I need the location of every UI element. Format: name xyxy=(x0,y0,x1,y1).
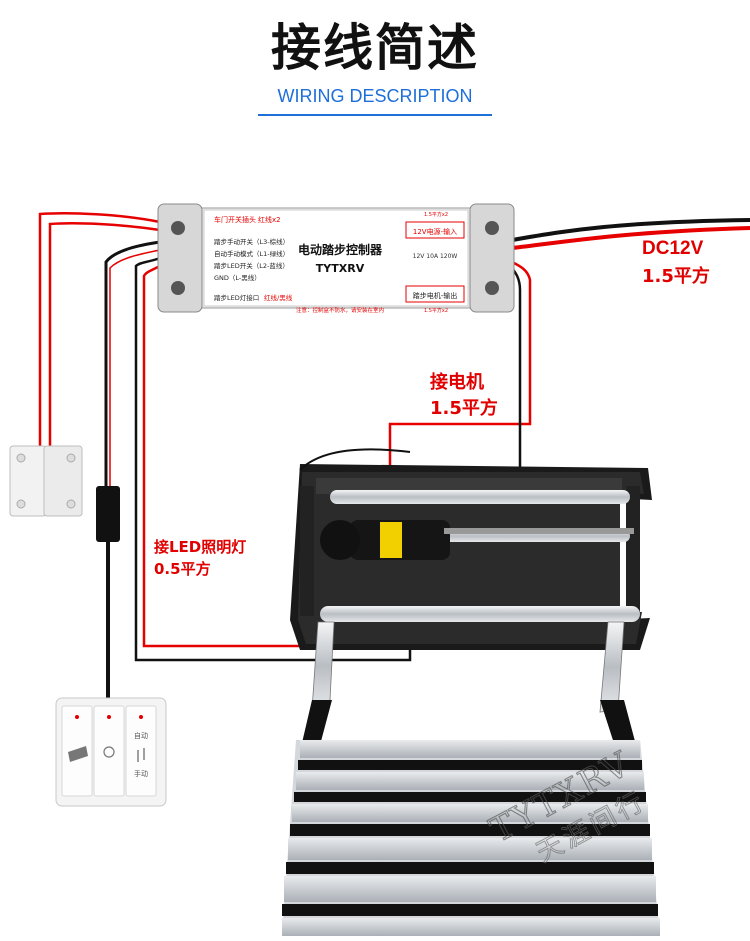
motor-output-label: 踏步电机-输出 xyxy=(413,291,458,300)
motor-gauge-label: 1.5平方 xyxy=(430,398,498,419)
door-sensor-wires xyxy=(38,212,161,450)
led-port-wire-label: 红线/黑线 xyxy=(264,293,293,302)
auto-mode-label: 自动手动模式（L1-绿线） xyxy=(214,249,289,258)
power-spec-label: 12V 10A 120W xyxy=(413,253,458,260)
door-sensor-label: 车门开关插头 xyxy=(214,215,256,224)
wire-spec-bottom: 1.5平方x2 xyxy=(424,307,448,314)
manual-text: 手动 xyxy=(134,769,148,778)
title-underline xyxy=(258,114,492,116)
door-sensor-wire-label: 红线x2 xyxy=(258,215,281,224)
switch-panel-labels: 自动 手动 xyxy=(134,731,148,778)
led-switch-label: 踏步LED开关（L2-蓝线） xyxy=(214,261,289,270)
power-input-wires xyxy=(511,218,750,250)
power-input-label: 12V电源-输入 xyxy=(413,227,457,236)
step-treads xyxy=(282,740,660,936)
auto-text: 自动 xyxy=(134,731,148,740)
led-gauge-label: 0.5平方 xyxy=(154,560,211,578)
door-magnet-sensor xyxy=(9,445,83,517)
waterproof-notice: 注意：控制盒不防水，请安装在室内 xyxy=(296,306,384,314)
controller-name: 电动踏步控制器 xyxy=(298,242,383,257)
page-subtitle: WIRING DESCRIPTION xyxy=(277,86,473,106)
led-wires xyxy=(134,256,412,662)
motor-label: 接电机 xyxy=(430,372,484,393)
dc-voltage-label: DC12V xyxy=(642,238,704,259)
wall-switch-panel xyxy=(55,697,167,807)
gnd-label: GND（L-黑线） xyxy=(214,273,261,282)
led-port-label: 踏步LED灯接口 xyxy=(214,293,259,302)
wire-spec-top: 1.5平方x2 xyxy=(424,211,448,218)
dc-gauge-label: 1.5平方 xyxy=(642,266,710,287)
step-motor xyxy=(299,448,634,560)
controller-brand: TYTXRV xyxy=(316,262,365,275)
page-title: 接线简述 xyxy=(271,19,479,77)
manual-switch-label: 踏步手动开关（L3-棕线） xyxy=(214,237,289,246)
switch-harness xyxy=(96,240,161,710)
controller-labels: 电动踏步控制器 TYTXRV 车门开关插头 红线x2 踏步手动开关（L3-棕线）… xyxy=(214,211,457,314)
controller-box xyxy=(157,203,515,313)
step-frame xyxy=(290,464,652,650)
led-label: 接LED照明灯 xyxy=(154,538,247,556)
